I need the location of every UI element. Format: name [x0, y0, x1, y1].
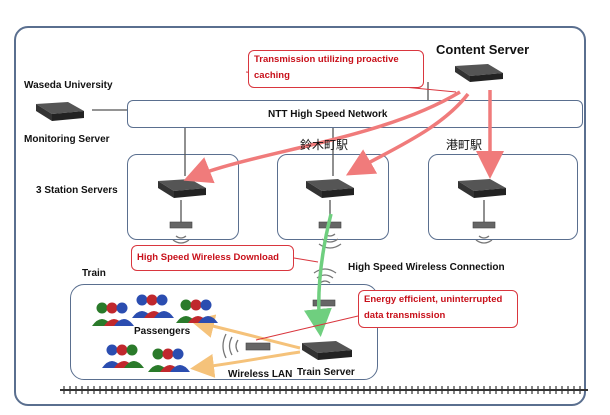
train-server-label: Train Server	[297, 367, 355, 378]
monitoring-server-label: Monitoring Server	[24, 134, 110, 145]
wireless-lan-label: Wireless LAN	[228, 369, 293, 380]
passenger-icons	[92, 294, 218, 372]
callout-download: High Speed Wireless Download	[131, 245, 294, 271]
network-box	[127, 100, 583, 128]
train-label: Train	[82, 268, 106, 279]
passengers-label: Passengers	[134, 326, 191, 337]
callout-energy-efficient: Energy efficient, uninterrupted data tra…	[358, 290, 518, 328]
callout-proactive-line1: Transmission utilizing proactive	[254, 54, 399, 65]
callout-energy-line1: Energy efficient, uninterrupted	[364, 294, 503, 305]
callout-proactive-line2: caching	[254, 70, 290, 81]
callout-proactive-caching: Transmission utilizing proactive caching	[248, 50, 424, 88]
network-label: NTT High Speed Network	[268, 109, 388, 120]
hs-connection-label: High Speed Wireless Connection	[348, 262, 505, 273]
station-name-1: 鈴木町駅	[300, 138, 349, 152]
waseda-label: Waseda University	[24, 80, 113, 91]
callout-energy-line2: data transmission	[364, 310, 446, 321]
content-server-label: Content Server	[436, 42, 530, 57]
station-servers-label: 3 Station Servers	[36, 185, 118, 196]
server-icons	[36, 64, 506, 360]
station-name-2: 港町駅	[446, 138, 483, 152]
